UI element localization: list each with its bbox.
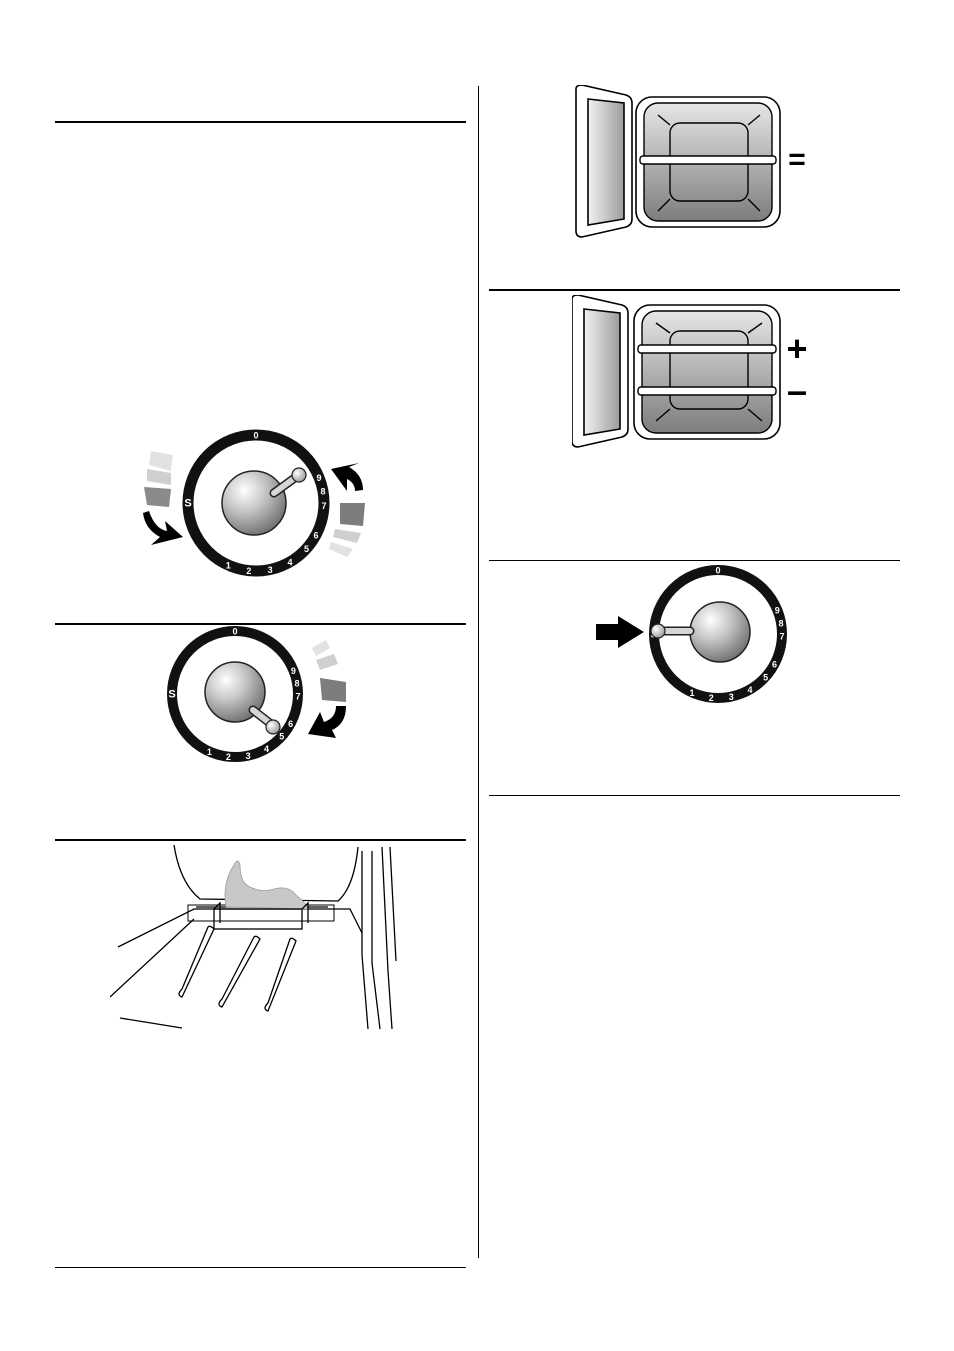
dial-mark-8: 8: [294, 679, 299, 689]
dial-mark-6: 6: [288, 719, 293, 729]
dial-mark-4: 4: [264, 744, 269, 754]
dial-mark-2: 2: [709, 693, 714, 703]
dial-mark-9: 9: [316, 473, 321, 483]
dial-mark-7: 7: [779, 632, 784, 642]
dial-mark-4: 4: [287, 557, 292, 567]
section-rule-bottom-left: [55, 1267, 466, 1268]
oven-shelf-centered-figure: =: [575, 85, 806, 238]
dial-mark-4: 4: [747, 685, 752, 695]
dial-mark-S: S: [184, 498, 191, 510]
dial-mark-6: 6: [313, 530, 318, 540]
dial-mark-9: 9: [775, 606, 780, 616]
dial-mark-3: 3: [268, 565, 273, 575]
dial-mark-7: 7: [321, 501, 326, 511]
dial-figure-rotate: 0 9 8 7 65 4 3 2 1 S: [143, 429, 365, 577]
dial-mark-3: 3: [246, 751, 251, 761]
dial-mark-5: 5: [304, 544, 309, 554]
rotate-left-arrow-icon: [143, 451, 183, 545]
dial-mark-8: 8: [320, 487, 325, 497]
rotate-down-arrow-icon: [308, 640, 346, 738]
dial-mark-1: 1: [207, 747, 212, 757]
dial-mark-3: 3: [729, 692, 734, 702]
dial-mark-1: 1: [226, 561, 231, 571]
dial-mark-2: 2: [226, 752, 231, 762]
section-rule-right-3: [489, 795, 900, 796]
dial-mark-S: S: [168, 689, 175, 701]
section-rule-top-left: [55, 121, 466, 123]
dial-mark-0: 0: [232, 627, 237, 637]
section-rule-left-3: [55, 839, 466, 841]
column-divider: [478, 86, 479, 1258]
dial-mark-5: 5: [763, 672, 768, 682]
dial-mark-0: 0: [253, 431, 258, 441]
dial-2: 0 9 8 7 654 3 2 1 S: [167, 626, 303, 762]
shelf-minus-symbol: –: [787, 370, 807, 411]
dial-mark-9: 9: [291, 666, 296, 676]
section-rule-left-2: [55, 623, 466, 625]
section-rule-right-2: [489, 560, 900, 561]
dial-mark-1: 1: [689, 688, 694, 698]
dial-figure-set: 0 9 8 7 654 3 2 1 S: [167, 626, 346, 762]
dial-mark-8: 8: [778, 618, 783, 628]
shelf-plus-symbol: +: [786, 328, 807, 369]
section-rule-right-1: [489, 289, 900, 291]
dial-1: 0 9 8 7 65 4 3 2 1 S: [182, 429, 330, 577]
flame-icon: [224, 860, 309, 910]
dial-mark-6: 6: [772, 660, 777, 670]
shelf-equal-symbol: =: [788, 143, 806, 176]
oven-burner-figure: [110, 844, 397, 1030]
dial-mark-0: 0: [715, 566, 720, 576]
oven-shelf-levels-figure: + –: [572, 295, 808, 448]
dial-mark-5: 5: [279, 732, 284, 742]
rotate-right-arrow-icon: [329, 463, 365, 557]
dial-mark-2: 2: [246, 566, 251, 576]
pointer-arrow-icon: [596, 616, 644, 648]
dial-mark-7: 7: [295, 692, 300, 702]
